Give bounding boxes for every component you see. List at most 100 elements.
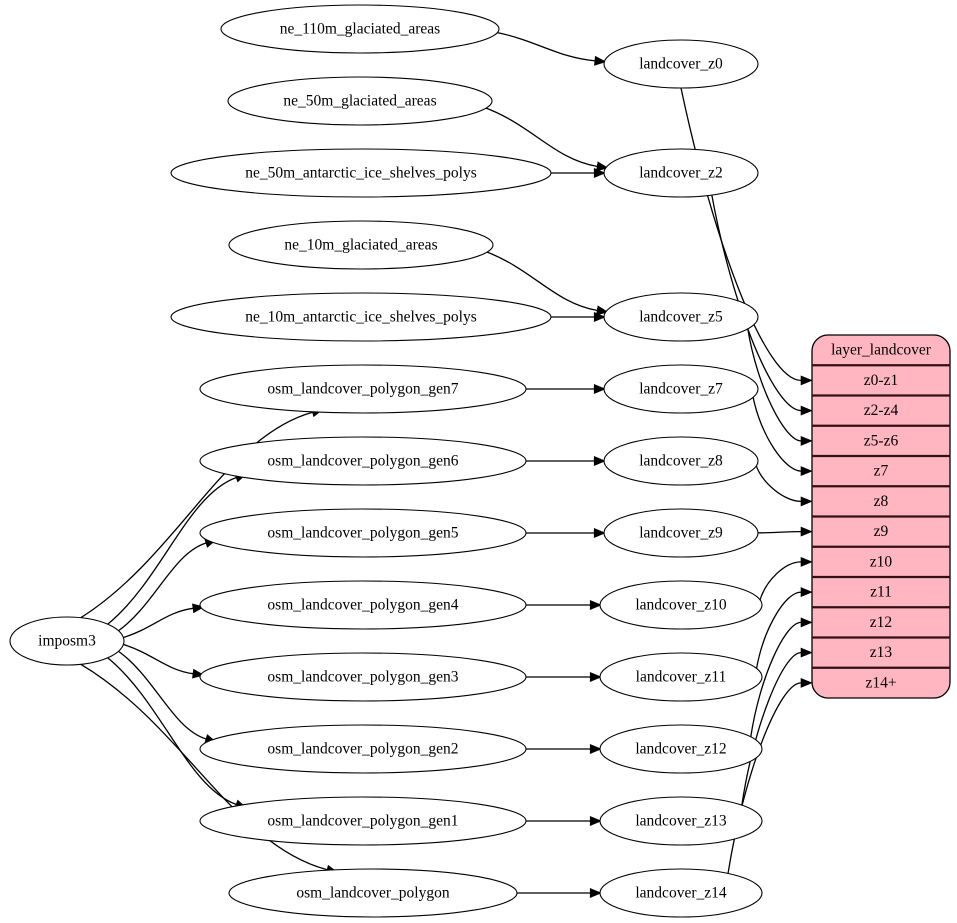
table-row-z11[interactable]: z11 [812,577,950,607]
node-ne_10m_antarctic_ice_shelves_polys[interactable]: ne_10m_antarctic_ice_shelves_polys [170,292,552,342]
table-row-z5-z6[interactable]: z5-z6 [812,426,950,456]
edge-landcover_z5-to-row-z5-z6 [747,328,802,442]
node-label: landcover_z14 [635,885,726,902]
node-osm_landcover_polygon_gen2[interactable]: osm_landcover_polygon_gen2 [199,724,527,774]
landcover-view-ellipse [603,292,759,342]
arrowhead-icon [800,435,813,446]
edge-landcover_z11-to-row-z11 [755,591,802,670]
arrowhead-icon [800,466,813,477]
table-row-z10[interactable]: z10 [812,547,950,577]
node-imposm3[interactable]: imposm3 [9,616,125,666]
node-label: ne_50m_glaciated_areas [283,93,436,110]
edge-imposm3-to-osm_landcover_polygon_gen2 [117,650,207,740]
arrowhead-icon [800,526,813,537]
node-landcover_z13[interactable]: landcover_z13 [599,796,763,846]
node-ne_110m_glaciated_areas[interactable]: ne_110m_glaciated_areas [220,4,500,54]
osm-source-ellipse [199,508,527,558]
osm-source-ellipse [199,724,527,774]
node-label: ne_50m_antarctic_ice_shelves_polys [245,165,477,182]
osm-source-ellipse [199,436,527,486]
table-row-z2-z4[interactable]: z2-z4 [812,396,950,426]
node-landcover_z0[interactable]: landcover_z0 [603,39,759,89]
node-osm_landcover_polygon_gen6[interactable]: osm_landcover_polygon_gen6 [199,436,527,486]
osm-source-ellipse [199,580,527,630]
node-osm_landcover_polygon_gen7[interactable]: osm_landcover_polygon_gen7 [199,364,527,414]
table-row-label: z7 [874,463,889,480]
node-label: landcover_z13 [635,813,726,830]
table-row-label: z8 [874,493,889,510]
arrowhead-icon [589,672,602,682]
node-osm_landcover_polygon_gen1[interactable]: osm_landcover_polygon_gen1 [199,796,527,846]
osm-source-ellipse [199,652,527,702]
table-row-z14+[interactable]: z14+ [812,668,950,698]
node-label: landcover_z11 [636,669,727,686]
node-landcover_z9[interactable]: landcover_z9 [603,508,759,558]
imposm-source-ellipse [9,616,125,666]
arrowhead-icon [800,375,813,386]
table-row-z7[interactable]: z7 [812,456,950,486]
node-osm_landcover_polygon_gen5[interactable]: osm_landcover_polygon_gen5 [199,508,527,558]
table-row-z8[interactable]: z8 [812,486,950,516]
node-ne_50m_antarctic_ice_shelves_polys[interactable]: ne_50m_antarctic_ice_shelves_polys [170,148,552,198]
landcover-view-ellipse [599,580,763,630]
arrowhead-icon [800,556,813,567]
table-row-label: z0-z1 [864,372,898,389]
edge-imposm3-to-osm_landcover_polygon_gen6 [107,476,237,625]
edge-landcover_z8-to-row-z8 [755,464,802,503]
node-landcover_z12[interactable]: landcover_z12 [599,724,763,774]
layer-table-header: layer_landcover [831,342,932,359]
natural-earth-source-ellipse [228,220,494,270]
node-landcover_z14[interactable]: landcover_z14 [599,868,763,918]
arrowhead-icon [593,312,606,322]
node-label: landcover_z7 [639,381,723,398]
node-osm_landcover_polygon_gen4[interactable]: osm_landcover_polygon_gen4 [199,580,527,630]
node-landcover_z10[interactable]: landcover_z10 [599,580,763,630]
arrowhead-icon [800,677,813,688]
node-label: osm_landcover_polygon_gen2 [267,741,458,758]
table-row-z9[interactable]: z9 [812,517,950,547]
node-ne_50m_glaciated_areas[interactable]: ne_50m_glaciated_areas [227,76,493,126]
edge-imposm3-to-osm_landcover_polygon_gen3 [122,643,194,675]
node-label: osm_landcover_polygon_gen4 [267,597,458,614]
arrowhead-icon [589,888,602,898]
node-ne_10m_glaciated_areas[interactable]: ne_10m_glaciated_areas [228,220,494,270]
table-row-label: z9 [874,523,889,540]
table-row-z0-z1[interactable]: z0-z1 [812,365,950,395]
edge-landcover_z0-to-row-z0-z1 [680,87,802,382]
table-row-z13[interactable]: z13 [812,638,950,668]
node-osm_landcover_polygon[interactable]: osm_landcover_polygon [228,868,518,918]
arrowhead-icon [593,528,606,538]
arrowhead-icon [192,668,205,679]
node-landcover_z8[interactable]: landcover_z8 [603,436,759,486]
node-osm_landcover_polygon_gen3[interactable]: osm_landcover_polygon_gen3 [199,652,527,702]
node-landcover_z7[interactable]: landcover_z7 [603,364,759,414]
table-row-z12[interactable]: z12 [812,607,950,637]
table-row-label: z11 [870,584,892,601]
landcover-view-ellipse [603,39,759,89]
osm-source-ellipse [199,796,527,846]
natural-earth-source-ellipse [170,292,552,342]
edge-landcover_z2-to-row-z2-z4 [711,194,802,412]
node-label: osm_landcover_polygon_gen5 [267,525,458,542]
osm-source-ellipse [228,868,518,918]
node-landcover_z5[interactable]: landcover_z5 [603,292,759,342]
node-label: landcover_z12 [635,741,726,758]
arrowhead-icon [589,816,602,826]
nodes-layer: ne_110m_glaciated_areas ne_50m_glaciated_… [9,4,763,918]
table-row-label: z10 [870,553,893,570]
arrowhead-icon [593,168,606,178]
node-label: landcover_z10 [635,597,726,614]
arrowhead-icon [800,647,813,658]
node-label: ne_10m_antarctic_ice_shelves_polys [245,309,477,326]
node-landcover_z2[interactable]: landcover_z2 [603,148,759,198]
edge-landcover_z12-to-row-z12 [750,621,802,738]
edge-imposm3-to-osm_landcover_polygon_gen5 [117,542,207,632]
arrowhead-icon [589,600,602,610]
node-label: osm_landcover_polygon [296,885,450,902]
arrowhead-icon [800,587,813,598]
node-landcover_z11[interactable]: landcover_z11 [599,652,763,702]
edge-imposm3-to-osm_landcover_polygon_gen1 [107,657,237,806]
node-label: ne_110m_glaciated_areas [280,21,440,38]
